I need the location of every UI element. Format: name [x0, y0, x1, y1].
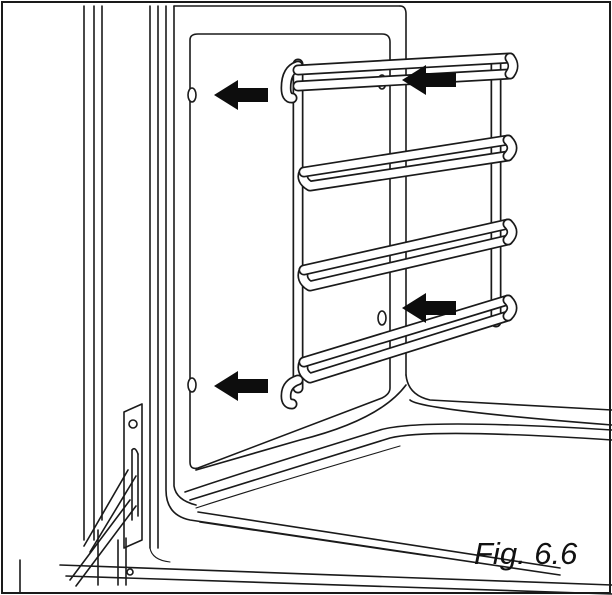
door-hinge	[69, 403, 143, 587]
arrow-bottom-left-mount	[214, 371, 268, 401]
mount-hole-middle-right	[377, 310, 387, 326]
arrow-top-right-mount	[402, 65, 456, 95]
mount-hole-bottom-left	[187, 377, 197, 393]
oven-door-bottom	[19, 559, 612, 595]
arrow-middle-right-mount	[402, 293, 456, 323]
arrow-top-left-mount	[214, 80, 268, 110]
mount-hole-top-left	[187, 87, 197, 103]
oven-cavity	[173, 5, 612, 569]
figure-caption: Fig. 6.6	[474, 536, 578, 571]
oven-front-frame	[83, 5, 561, 576]
